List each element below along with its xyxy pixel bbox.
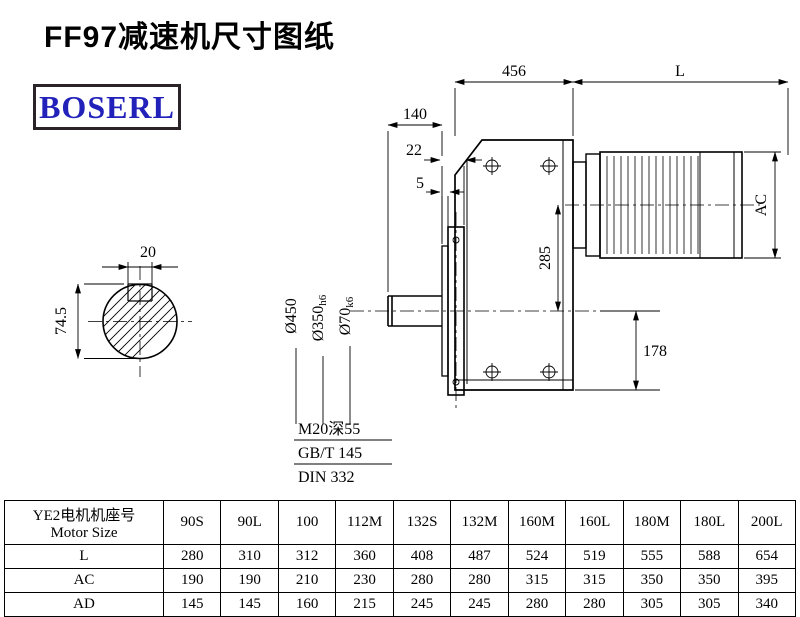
gear-unit-view [350,139,760,410]
dim-value: 280 [450,568,509,593]
col-header: 180M [622,500,682,545]
col-header: 180L [680,500,739,545]
row-label: AD [4,592,164,617]
dim-20-label: 20 [140,244,156,261]
output-shaft [387,295,442,327]
shaft-section-view [75,262,192,377]
table-row-AC: AC 190 190 210 230 280 280 315 315 350 3… [4,568,797,593]
dim-456-label: 456 [502,63,526,80]
dim-value: 654 [737,544,797,569]
dim-value: 360 [335,544,394,569]
dim-value: 280 [162,544,222,569]
section-hatching [103,284,177,359]
dim-value: 210 [277,568,337,593]
dim-value: 555 [622,544,682,569]
note-gb-standard: GB/T 145 [298,445,362,462]
page-title: FF97减速机尺寸图纸 [44,21,336,54]
dim-value: 312 [277,544,337,569]
dim-value: 245 [392,592,452,617]
dimension-lines [294,79,789,465]
flange-spigot [441,245,449,377]
col-header: 160L [565,500,624,545]
motor-size-header-cn: YE2电机机座号 [32,507,136,524]
housing-bolt-holes [483,157,558,381]
dim-22-label: 22 [406,142,422,159]
dim-value: 160 [277,592,337,617]
dim-value: 280 [392,568,452,593]
dim-285-label: 285 [537,246,554,270]
dimension-drawing: 20 74.5 [53,63,789,486]
note-thread: M20深55 [298,420,360,438]
dim-value: 524 [507,544,567,569]
dia-350-label: Ø350h6 [310,294,329,341]
dim-value: 280 [507,592,567,617]
dim-value: 305 [622,592,682,617]
col-header: 132S [392,500,452,545]
col-header: 200L [737,500,797,545]
col-header: 100 [277,500,337,545]
note-din-standard: DIN 332 [298,469,354,486]
dim-value: 190 [162,568,222,593]
motor-dimension-table: YE2电机机座号 Motor Size 90S 90L 100 112M 132… [4,500,797,617]
dim-value: 395 [737,568,797,593]
dim-value: 145 [162,592,222,617]
row-label: L [4,544,164,569]
col-header: 112M [335,500,394,545]
housing-outline [454,139,574,391]
dim-value: 408 [392,544,452,569]
dim-value: 315 [565,568,624,593]
dim-178-label: 178 [643,343,667,360]
table-row-L: L 280 310 312 360 408 487 524 519 555 58… [4,544,797,569]
dim-value: 145 [220,592,279,617]
col-header: 90S [162,500,222,545]
dim-value: 215 [335,592,394,617]
dim-value: 310 [220,544,279,569]
flange-hole-bottom [452,378,460,386]
dim-L-label: L [675,63,685,80]
dim-value: 588 [680,544,739,569]
motor-size-header-en: Motor Size [50,524,118,541]
section-centerlines [88,266,192,377]
dim-140-label: 140 [403,106,427,123]
dia-70-label: Ø70k6 [337,296,356,335]
col-header: 132M [450,500,509,545]
dim-value: 230 [335,568,394,593]
dim-value: 305 [680,592,739,617]
dim-5-label: 5 [416,175,424,192]
dim-AC-label: AC [753,194,770,216]
housing-inner-lines [455,140,573,390]
row-label: AC [4,568,164,593]
col-header: 90L [220,500,279,545]
axis-centerlines [350,204,760,410]
dim-value: 519 [565,544,624,569]
brand-logo: BOSERL [33,84,181,130]
table-header-row: YE2电机机座号 Motor Size 90S 90L 100 112M 132… [4,500,797,545]
motor-size-header: YE2电机机座号 Motor Size [4,500,164,545]
brand-logo-text: BOSERL [39,88,175,125]
dim-value: 487 [450,544,509,569]
dim-value: 190 [220,568,279,593]
dim-value: 315 [507,568,567,593]
col-header: 160M [507,500,567,545]
table-row-AD: AD 145 145 160 215 245 245 280 280 305 3… [4,592,797,617]
dim-value: 350 [680,568,739,593]
dim-74-5-label: 74.5 [53,307,70,335]
dim-value: 340 [737,592,797,617]
dim-value: 350 [622,568,682,593]
dim-value: 280 [565,592,624,617]
dia-450-label: Ø450 [283,298,300,334]
dim-value: 245 [450,592,509,617]
